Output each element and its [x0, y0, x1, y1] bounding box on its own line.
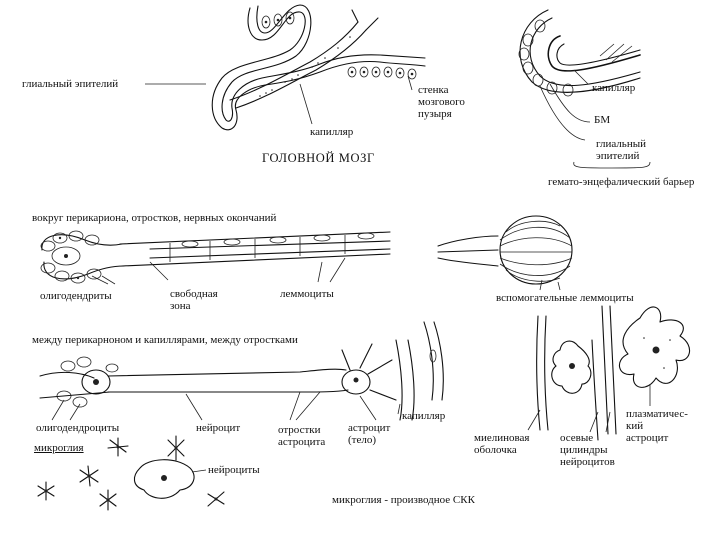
label-oligodendrocytes: олигодендроциты: [36, 422, 120, 434]
label-capillary-mid: капилляр: [402, 410, 446, 422]
aux-lemmocytes-illustration: [437, 215, 573, 291]
label-brain: ГОЛОВНОЙ МОЗГ: [262, 151, 375, 165]
fibrous-astro-illustration: [527, 305, 691, 441]
label-lemmocytes: леммоциты: [280, 288, 334, 300]
label-ventricle-wall: стенка мозгового пузыря: [418, 84, 465, 120]
label-neurocyte: нейроцит: [196, 422, 241, 434]
label-capillary-top: капилляр: [310, 126, 354, 138]
ventricle-capillary-illustration: [145, 4, 426, 131]
label-bbb: гемато-энцефалический барьер: [548, 176, 695, 188]
label-capillary-bbb: капилляр: [592, 82, 636, 94]
label-microglia-origin: микроглия - производное СКК: [332, 494, 475, 506]
bbb-illustration: [518, 9, 651, 169]
label-free-zone: свободная зона: [170, 288, 218, 312]
label-between: между перикарноном и капиллярами, между …: [32, 334, 298, 346]
label-plasmatic-astro: плазматичес- кий астроцит: [626, 408, 688, 444]
label-astro-processes: отростки астроцита: [278, 424, 326, 448]
label-myelin-sheath: миелиновая оболочка: [474, 432, 530, 456]
microglia-illustration: [37, 435, 225, 511]
label-oligodendrites: олигодендриты: [40, 290, 112, 302]
label-aux-lemmocytes: вспомогательные леммоциты: [496, 292, 634, 304]
label-astro-body: астроцит (тело): [348, 422, 391, 446]
astrocyte-illustration: [39, 321, 444, 421]
label-axial-cylinders: осевые цилиндры нейроцитов: [560, 432, 615, 468]
oligodendroglia-illustration: [40, 230, 391, 285]
label-bm: БМ: [594, 114, 611, 126]
label-neurocytes: нейроциты: [208, 464, 260, 476]
label-around-perikaryon: вокруг перикариона, отростков, нервных о…: [32, 212, 277, 224]
label-glial-epithelium-bbb: глиальный эпителий: [596, 138, 646, 162]
label-microglia: микроглия: [34, 442, 84, 454]
label-glial-epithelium-top: глиальный эпителий: [22, 78, 119, 90]
